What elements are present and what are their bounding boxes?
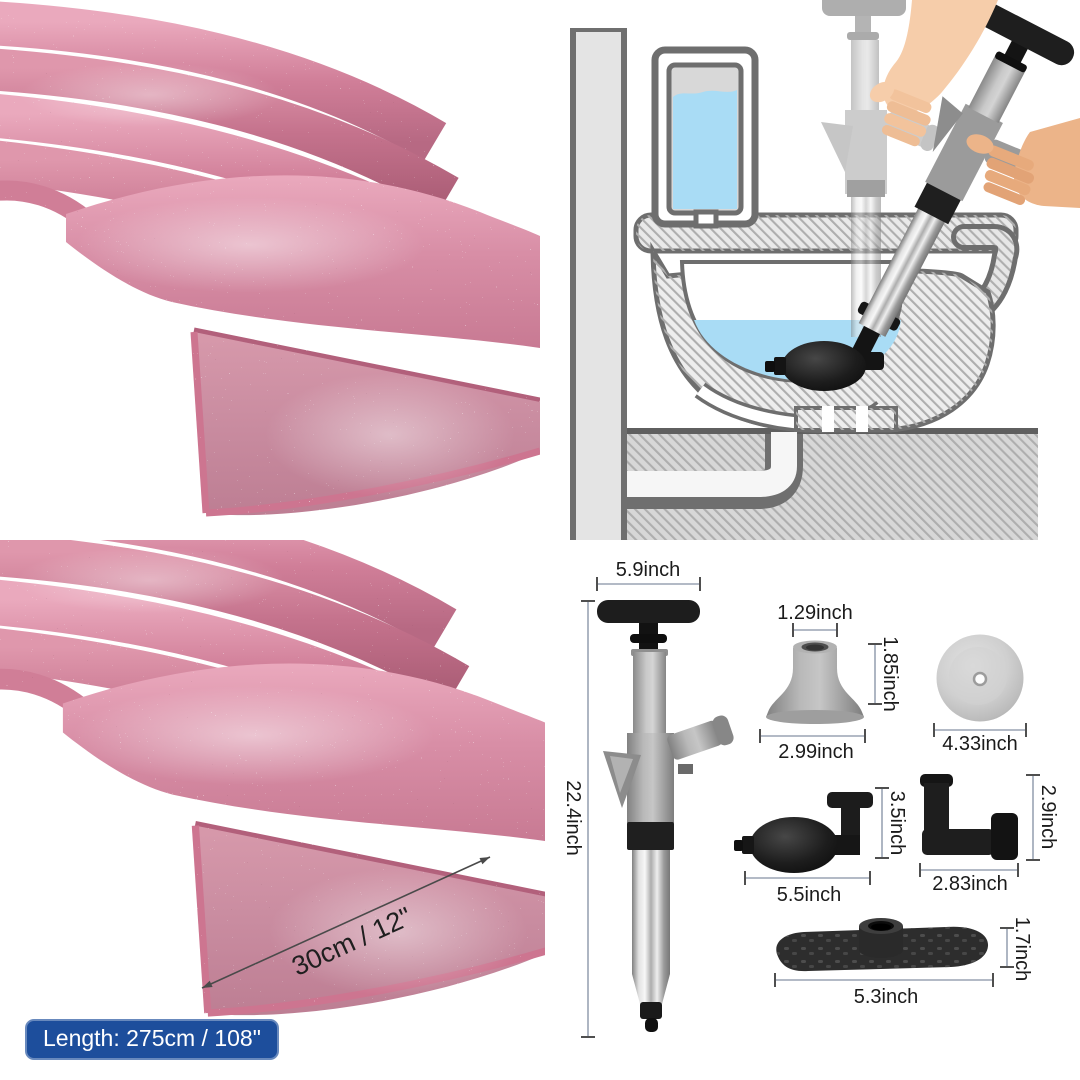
dim-line-cone-top (792, 623, 838, 637)
wall-pipe (570, 28, 627, 540)
hand-right (966, 118, 1080, 208)
dim-line-paddle-length (774, 973, 994, 987)
attachment-paddle (776, 918, 989, 972)
dim-label-bellows-length: 5.5inch (776, 884, 842, 906)
dim-line-elbow-width (919, 863, 1019, 877)
tank-water (673, 90, 737, 209)
dim-line-cone-height (868, 643, 882, 705)
attachment-suction-cup (936, 634, 1024, 722)
dim-label-cone-base: 2.99inch (778, 741, 854, 763)
plunger-dimension-diagram: 5.9inch 22.4inch 1.29inch 1.85inch 2.99i… (560, 540, 1080, 1080)
dim-label-paddle-height: 1.7inch (1011, 916, 1033, 982)
runner-dim-art (0, 540, 545, 1080)
dim-label-elbow-height: 2.9inch (1037, 784, 1059, 850)
floor (627, 428, 1038, 540)
dim-line-overall-width (596, 577, 701, 591)
attachment-bellows (734, 792, 873, 873)
hand-left (869, 0, 998, 147)
dim-line-paddle-height (1000, 927, 1014, 968)
dim-label-cone-top: 1.29inch (777, 602, 853, 624)
dim-label-paddle-length: 5.3inch (853, 986, 919, 1008)
toilet-tank (651, 46, 759, 229)
dim-label-cone-height: 1.85inch (879, 636, 901, 712)
dimension-lines (581, 577, 1040, 1038)
dim-label-overall-height: 22.4inch (562, 780, 584, 856)
dim-line-bellows-length (744, 871, 871, 885)
plunger-diagram-art (581, 577, 1040, 1038)
width-dimension-line (201, 856, 491, 989)
dim-label-overall-width: 5.9inch (615, 559, 681, 581)
toilet-illustration-art (570, 0, 1080, 540)
dim-line-cup-diameter (933, 723, 1027, 737)
runner-photo-top (0, 0, 545, 540)
runner-length-badge: Length: 275cm / 108" (25, 1019, 279, 1060)
dim-label-elbow-width: 2.83inch (932, 873, 1008, 895)
dim-line-bellows-height (875, 787, 889, 859)
runner-photo-art (0, 0, 545, 540)
dim-label-cup-diameter: 4.33inch (942, 733, 1018, 755)
dim-line-elbow-height (1026, 774, 1040, 861)
dim-line-overall-height (581, 600, 595, 1038)
plunger-main (597, 600, 734, 1032)
dim-label-bellows-height: 3.5inch (886, 790, 908, 856)
dim-line-cone-base (759, 729, 866, 743)
usage-illustration (560, 0, 1080, 540)
attachment-elbow (920, 774, 1018, 860)
runner-photo-dimensions: 30cm / 12" Length: 275cm / 108" (0, 540, 545, 1080)
attachment-cone-nozzle (766, 640, 864, 724)
